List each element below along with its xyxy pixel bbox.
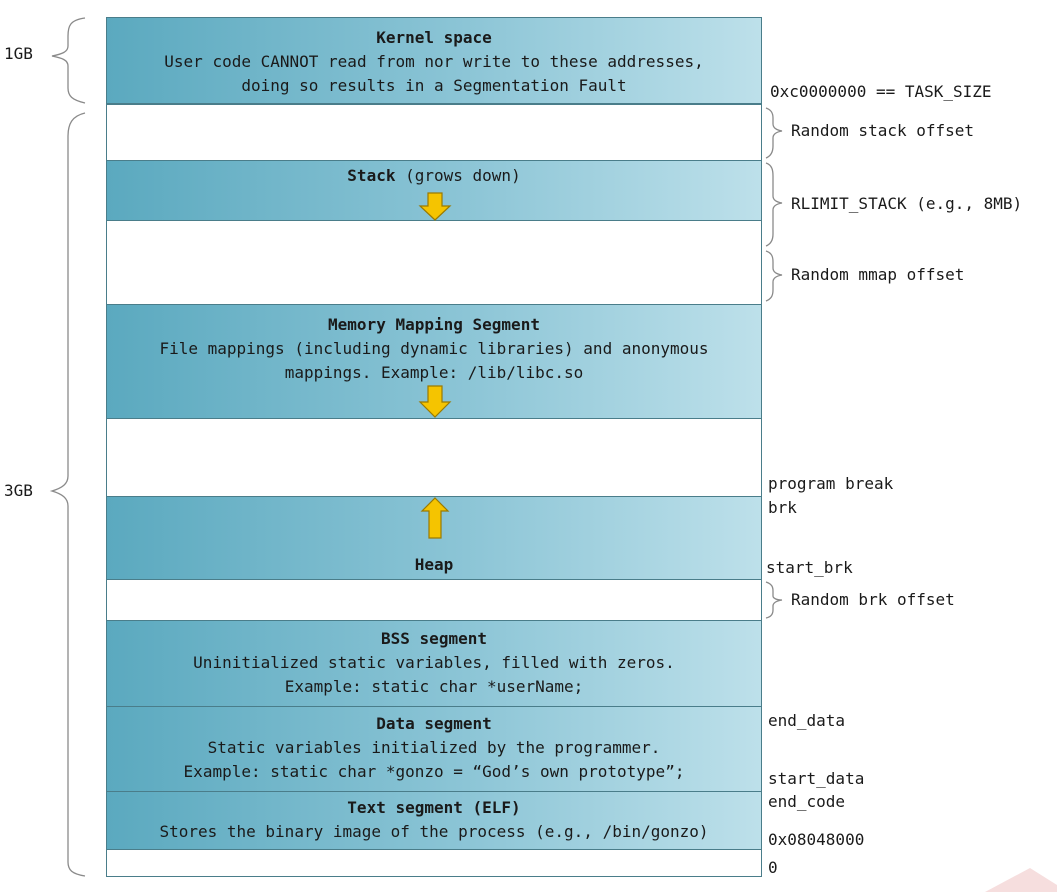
segment-title: Data segment xyxy=(376,714,492,733)
label-start-brk: start_brk xyxy=(766,558,853,577)
segment-desc: Static variables initialized by the prog… xyxy=(207,738,661,757)
segment-text: Text segment (ELF) Stores the binary ima… xyxy=(106,791,762,850)
segment-desc: File mappings (including dynamic librari… xyxy=(159,339,709,358)
label-random-mmap-offset: Random mmap offset xyxy=(791,265,965,284)
label-zero-address: 0 xyxy=(768,858,778,877)
arrow-up-icon xyxy=(420,497,450,539)
brace-1gb xyxy=(51,17,86,104)
label-random-brk-offset: Random brk offset xyxy=(791,590,955,609)
gap-random-stack xyxy=(106,104,762,161)
brace-3gb xyxy=(49,112,86,877)
segment-desc: Example: static char *userName; xyxy=(284,677,584,696)
segment-title: Text segment (ELF) xyxy=(347,798,521,817)
segment-title-line: Stack (grows down) xyxy=(347,166,520,185)
segment-desc: mappings. Example: /lib/libc.so xyxy=(284,363,584,382)
label-end-data: end_data xyxy=(768,711,846,730)
segment-desc: Stores the binary image of the process (… xyxy=(159,822,709,841)
label-random-stack-offset: Random stack offset xyxy=(791,121,975,140)
gap-random-mmap xyxy=(106,220,762,305)
segment-data: Data segment Static variables initialize… xyxy=(106,706,762,792)
segment-desc: User code CANNOT read from nor write to … xyxy=(164,52,704,71)
label-task-size: 0xc0000000 == TASK_SIZE xyxy=(770,82,992,101)
label-program-break: program break xyxy=(768,474,894,493)
segment-kernel-space: Kernel space User code CANNOT read from … xyxy=(106,17,762,104)
label-rlimit-stack: RLIMIT_STACK (e.g., 8MB) xyxy=(791,194,1023,213)
segment-bss: BSS segment Uninitialized static variabl… xyxy=(106,620,762,707)
arrow-down-icon xyxy=(418,385,452,418)
segment-desc: Uninitialized static variables, filled w… xyxy=(193,653,675,672)
brace-random-mmap xyxy=(765,250,783,302)
segment-title: Kernel space xyxy=(376,28,492,47)
arrow-down-icon xyxy=(418,192,452,221)
brace-random-brk xyxy=(765,581,783,619)
watermark-shape xyxy=(985,868,1057,892)
brace-random-stack xyxy=(765,107,783,159)
gap-bottom xyxy=(106,849,762,877)
label-3gb: 3GB xyxy=(4,481,33,500)
gap-free-space xyxy=(106,418,762,497)
label-end-code: end_code xyxy=(768,792,846,811)
brace-rlimit-stack xyxy=(765,162,783,247)
label-start-data: start_data xyxy=(768,769,865,788)
segment-desc: Example: static char *gonzo = “God’s own… xyxy=(183,762,685,781)
segment-title: Stack xyxy=(347,166,396,185)
segment-title-suffix: (grows down) xyxy=(395,166,521,185)
label-brk: brk xyxy=(768,498,797,517)
segment-title: Memory Mapping Segment xyxy=(328,315,540,334)
gap-random-brk xyxy=(106,579,762,621)
segment-title: Heap xyxy=(414,555,454,574)
label-text-start-address: 0x08048000 xyxy=(768,830,865,849)
label-1gb: 1GB xyxy=(4,44,33,63)
segment-title: BSS segment xyxy=(381,629,487,648)
segment-desc: doing so results in a Segmentation Fault xyxy=(241,76,627,95)
